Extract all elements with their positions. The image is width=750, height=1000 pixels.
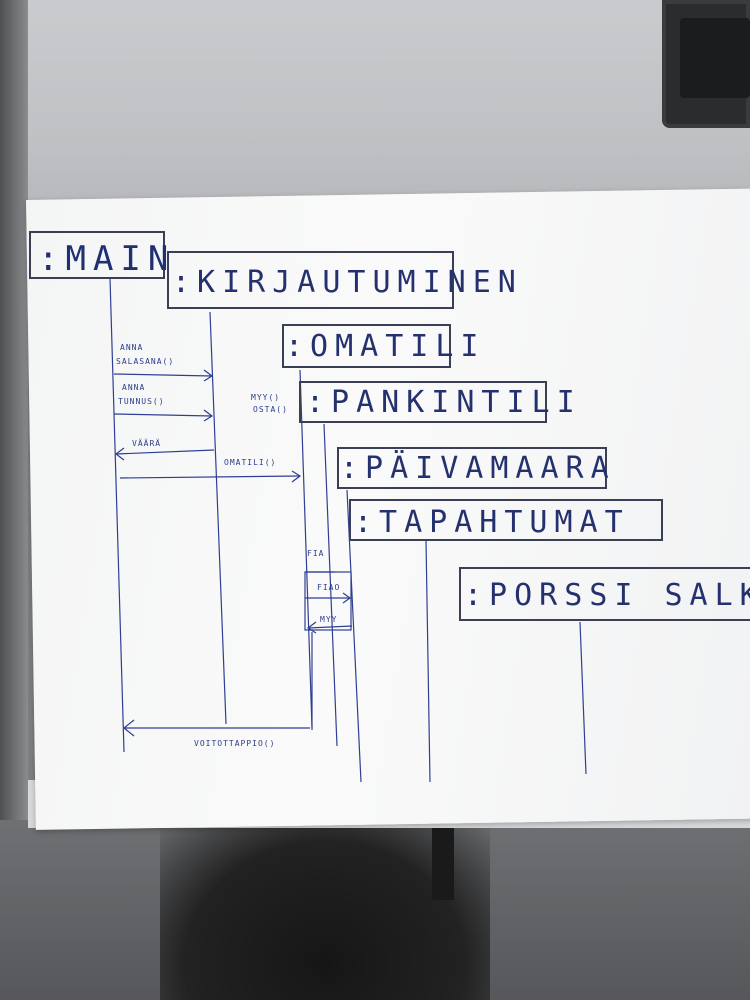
lifeline-porssi-salkku: :PORSSI SALKK <box>459 567 750 775</box>
lifeline-main-line <box>109 277 125 753</box>
message-osta-label: OSTA() <box>253 405 288 414</box>
arrowhead-right-icon <box>291 470 302 483</box>
arrowhead-right-icon <box>203 409 214 422</box>
message-omatili: OMATILI() <box>119 458 302 483</box>
lifeline-tapahtumat-line <box>425 539 431 783</box>
message-anna-tunnus-arrow <box>113 413 213 417</box>
message-myy-arrow <box>307 625 353 629</box>
message-omatili-arrow <box>119 475 301 479</box>
arrowhead-left-icon <box>123 719 135 737</box>
lifeline-pankintili-box <box>299 381 547 423</box>
message-salasana-label: SALASANA() <box>116 357 174 366</box>
message-fiao: FIAO <box>305 583 352 604</box>
message-myy: MYY <box>306 615 353 634</box>
message-anna-tunnus: ANNA TUNNUS() <box>113 383 214 422</box>
lifeline-porssi-salkku-label: :PORSSI SALKK <box>464 578 750 613</box>
lifeline-omatili-label: :OMATILI <box>285 329 486 364</box>
lifeline-kirjautuminen-label: :KIRJAUTUMINEN <box>172 265 523 300</box>
lifeline-kirjautuminen-line <box>209 311 227 725</box>
lifeline-tapahtumat-label: :TAPAHTUMAT <box>354 505 630 540</box>
message-myy-osta: MYY() OSTA() <box>251 393 288 414</box>
wall-device <box>662 0 750 128</box>
lifeline-pankintili-label: :PANKINTILI <box>306 385 582 420</box>
lifeline-omatili-box <box>282 324 451 368</box>
message-fiao-label: FIAO <box>317 583 340 592</box>
lifeline-main: :MAIN <box>29 231 175 753</box>
message-anna-salasana-arrow <box>113 373 213 377</box>
lifeline-kirjautuminen: :KIRJAUTUMINEN <box>167 251 523 725</box>
arrowhead-right-icon <box>203 369 214 382</box>
message-vaara-label: VÄÄRÄ <box>132 438 161 448</box>
message-voitottappio-label: VOITOTTAPPIO() <box>194 739 275 748</box>
arrowhead-left-icon <box>306 621 317 634</box>
message-fia-label: FIA <box>307 549 324 558</box>
message-myy-label: MYY() <box>251 393 280 402</box>
arrowhead-left-icon <box>115 447 125 461</box>
lifeline-omatili-line <box>299 369 313 729</box>
lifeline-tapahtumat-box <box>349 499 663 541</box>
lifeline-main-label: :MAIN <box>38 239 175 279</box>
message-anna2-label: ANNA <box>122 383 145 392</box>
lifeline-main-box <box>29 231 165 279</box>
lifeline-paivamaara-label: :PÄIVAMAARA <box>340 450 616 486</box>
device-screen <box>680 18 750 98</box>
lifeline-porssi-salkku-line <box>579 621 587 775</box>
message-vaara-arrow <box>115 449 215 455</box>
chair-leg <box>432 825 454 900</box>
message-anna-salasana: ANNA SALASANA() <box>113 343 214 382</box>
lifeline-pankintili: :PANKINTILI <box>299 381 582 747</box>
message-vaara: VÄÄRÄ <box>115 438 215 461</box>
message-voitottappio: VOITOTTAPPIO() <box>123 719 310 748</box>
lifeline-paivamaara-box <box>337 447 607 489</box>
message-omatili-label: OMATILI() <box>224 458 276 467</box>
arrowhead-right-icon <box>342 592 352 604</box>
lifeline-porssi-salkku-box <box>459 567 750 621</box>
message-myy2-label: MYY <box>320 615 337 624</box>
lifeline-omatili: :OMATILI <box>282 324 486 729</box>
lifeline-kirjautuminen-box <box>167 251 454 309</box>
lifeline-tapahtumat: :TAPAHTUMAT <box>349 499 663 783</box>
lifeline-paivamaara: :PÄIVAMAARA <box>337 447 616 783</box>
message-tunnus-label: TUNNUS() <box>118 397 165 406</box>
lifeline-pankintili-line <box>323 423 338 747</box>
message-fia: FIA <box>305 549 335 573</box>
message-anna-label: ANNA <box>120 343 143 352</box>
